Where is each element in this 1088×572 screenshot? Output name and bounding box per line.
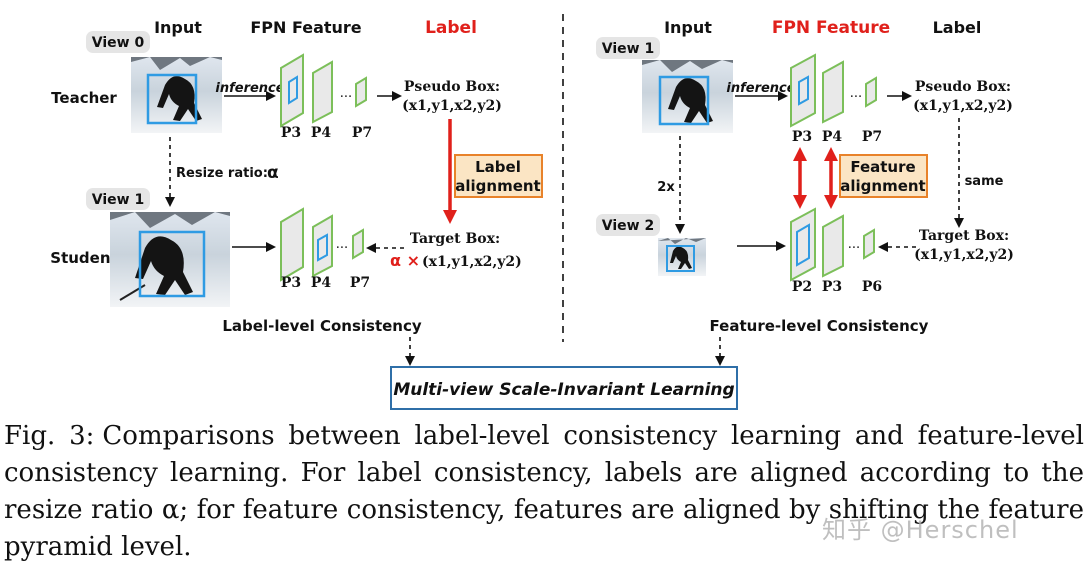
- resize-ratio-symbol: α: [267, 163, 279, 183]
- diagram: Input FPN Feature Label View 0 Teacher i…: [50, 14, 1014, 410]
- student-fpn-stack: ...: [280, 207, 364, 282]
- left-header-input: Input: [154, 18, 202, 37]
- left-header-fpn: FPN Feature: [250, 18, 361, 37]
- teacher-image: [131, 57, 222, 133]
- teacher-label: Teacher: [51, 89, 117, 107]
- learning-box: [390, 366, 738, 410]
- right-top-feature-p7: [865, 76, 877, 108]
- view2-label: View 2: [602, 218, 654, 234]
- right-view1-tag: [596, 37, 660, 59]
- right-bottom-feature-p2: [790, 207, 816, 282]
- right-bottom-fpn-stack: ...: [790, 207, 875, 282]
- resize-ratio-text: Resize ratio:: [176, 166, 268, 181]
- pseudo-box-coords-right: (x1,y1,x2,y2): [913, 98, 1013, 114]
- right-bottom-level-p2: P2: [792, 279, 812, 295]
- teacher-level-p3: P3: [281, 125, 301, 141]
- right-header-fpn: FPN Feature: [772, 18, 890, 38]
- right-bottom-level-p3: P3: [822, 279, 842, 295]
- student-label: Student: [50, 249, 117, 267]
- learning-box-label: Multi-view Scale-Invariant Learning: [393, 380, 734, 400]
- teacher-dots: ...: [340, 86, 352, 101]
- feature-alignment-line1: Feature: [850, 158, 915, 176]
- label-alignment-box: [454, 154, 543, 198]
- right-view1-label: View 1: [602, 41, 654, 57]
- view1-label: View 1: [92, 192, 144, 208]
- student-dots: ...: [336, 237, 348, 252]
- student-level-p3: P3: [281, 275, 301, 291]
- label-alignment-line2: alignment: [455, 177, 540, 195]
- right-bottom-feature-p6: [863, 228, 875, 260]
- right-header-input: Input: [664, 18, 712, 37]
- teacher-fpn-stack: ...: [280, 53, 367, 128]
- caption-figure-label: Fig. 3:: [4, 421, 95, 451]
- figure-caption: Fig. 3:Comparisons between label-level c…: [4, 418, 1084, 566]
- feature-alignment-box: [839, 154, 928, 198]
- scale-text: 2x: [657, 180, 675, 195]
- pseudo-box-title-left: Pseudo Box:: [404, 79, 500, 95]
- target-box-title-right: Target Box:: [919, 228, 1009, 244]
- pseudo-box-coords-left: (x1,y1,x2,y2): [402, 98, 502, 114]
- right-top-fpn-stack: ...: [790, 53, 877, 128]
- right-top-level-p3: P3: [792, 129, 812, 145]
- right-top-dots: ...: [850, 86, 862, 101]
- label-alignment-line1: Label: [475, 158, 521, 176]
- feature-alignment-line2: alignment: [840, 177, 925, 195]
- view0-label: View 0: [92, 35, 145, 51]
- label-level-consistency: Label-level Consistency: [222, 317, 421, 335]
- right-top-level-p4: P4: [822, 129, 843, 145]
- left-panel: Input FPN Feature Label View 0 Teacher i…: [50, 18, 543, 366]
- right-panel: Input FPN Feature Label View 1 inference…: [596, 18, 1014, 366]
- feature-level-consistency: Feature-level Consistency: [710, 317, 929, 335]
- right-bottom-image: [658, 238, 706, 276]
- right-bottom-feature-p2-box: [796, 223, 810, 267]
- target-box-coords-right: (x1,y1,x2,y2): [914, 247, 1014, 263]
- teacher-inference-label: inference: [215, 81, 284, 96]
- right-top-level-p7: P7: [862, 129, 882, 145]
- right-top-feature-p3: [790, 53, 816, 128]
- teacher-feature-p7: [355, 76, 367, 108]
- right-inference-label: inference: [726, 81, 795, 96]
- student-feature-p4-box: [317, 233, 328, 262]
- view0-tag: [86, 31, 150, 53]
- right-top-feature-p3-box: [798, 75, 809, 106]
- student-feature-p4: [312, 214, 333, 278]
- target-box-title-left: Target Box:: [410, 231, 500, 247]
- watermark: 知乎 @Herschel: [822, 516, 1019, 544]
- caption-text: Comparisons between label-level consiste…: [4, 421, 1084, 562]
- teacher-level-p4: P4: [311, 125, 332, 141]
- target-alpha-prefix: α ×: [390, 251, 420, 270]
- right-top-image: [642, 60, 733, 133]
- same-text: same: [965, 174, 1004, 189]
- teacher-level-p7: P7: [352, 125, 372, 141]
- right-bottom-feature-p3: [822, 214, 844, 278]
- left-header-label: Label: [425, 18, 477, 38]
- student-feature-p7: [352, 228, 364, 260]
- teacher-feature-p3-box: [288, 75, 298, 105]
- pseudo-box-title-right: Pseudo Box:: [915, 79, 1011, 95]
- view2-tag: [596, 214, 660, 236]
- right-header-label: Label: [933, 18, 982, 37]
- teacher-feature-p3: [280, 53, 304, 128]
- view1-tag: [86, 188, 150, 210]
- student-level-p4: P4: [311, 275, 332, 291]
- right-bottom-dots: ...: [848, 237, 860, 252]
- right-top-feature-p4: [822, 60, 844, 124]
- target-box-coords-left: (x1,y1,x2,y2): [422, 254, 522, 270]
- right-bottom-level-p6: P6: [862, 279, 882, 295]
- student-feature-p3: [280, 207, 304, 282]
- student-level-p7: P7: [350, 275, 370, 291]
- teacher-feature-p4: [312, 60, 333, 124]
- student-image: [110, 212, 230, 307]
